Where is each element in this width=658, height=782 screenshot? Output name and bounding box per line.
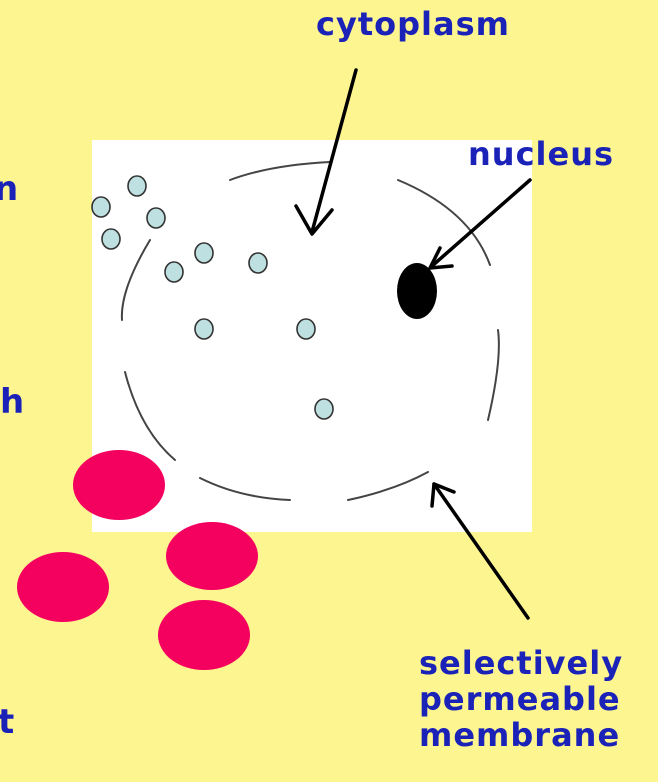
cytoplasm-label: cytoplasm [316, 8, 510, 40]
small-particle [195, 243, 213, 263]
membrane-label-line-2: permeable [419, 682, 623, 718]
small-particle [297, 319, 315, 339]
large-particle [17, 552, 109, 622]
small-particle [165, 262, 183, 282]
large-particle [166, 522, 258, 590]
small-particle [249, 253, 267, 273]
membrane-label-line-1: selectively [419, 646, 623, 682]
large-particle [73, 450, 165, 520]
small-particle [195, 319, 213, 339]
large-particle [158, 600, 250, 670]
small-particle [128, 176, 146, 196]
nucleus [397, 263, 437, 319]
clipped-text-fragment: t [0, 705, 14, 739]
membrane-label-line-3: membrane [419, 718, 623, 754]
clipped-text-fragment: n [0, 172, 18, 206]
small-particle [147, 208, 165, 228]
small-particle [92, 197, 110, 217]
small-particle [315, 399, 333, 419]
clipped-text-fragment: h [0, 385, 24, 419]
membrane-label: selectively permeable membrane [419, 646, 623, 753]
small-particle [102, 229, 120, 249]
nucleus-label: nucleus [468, 138, 614, 170]
